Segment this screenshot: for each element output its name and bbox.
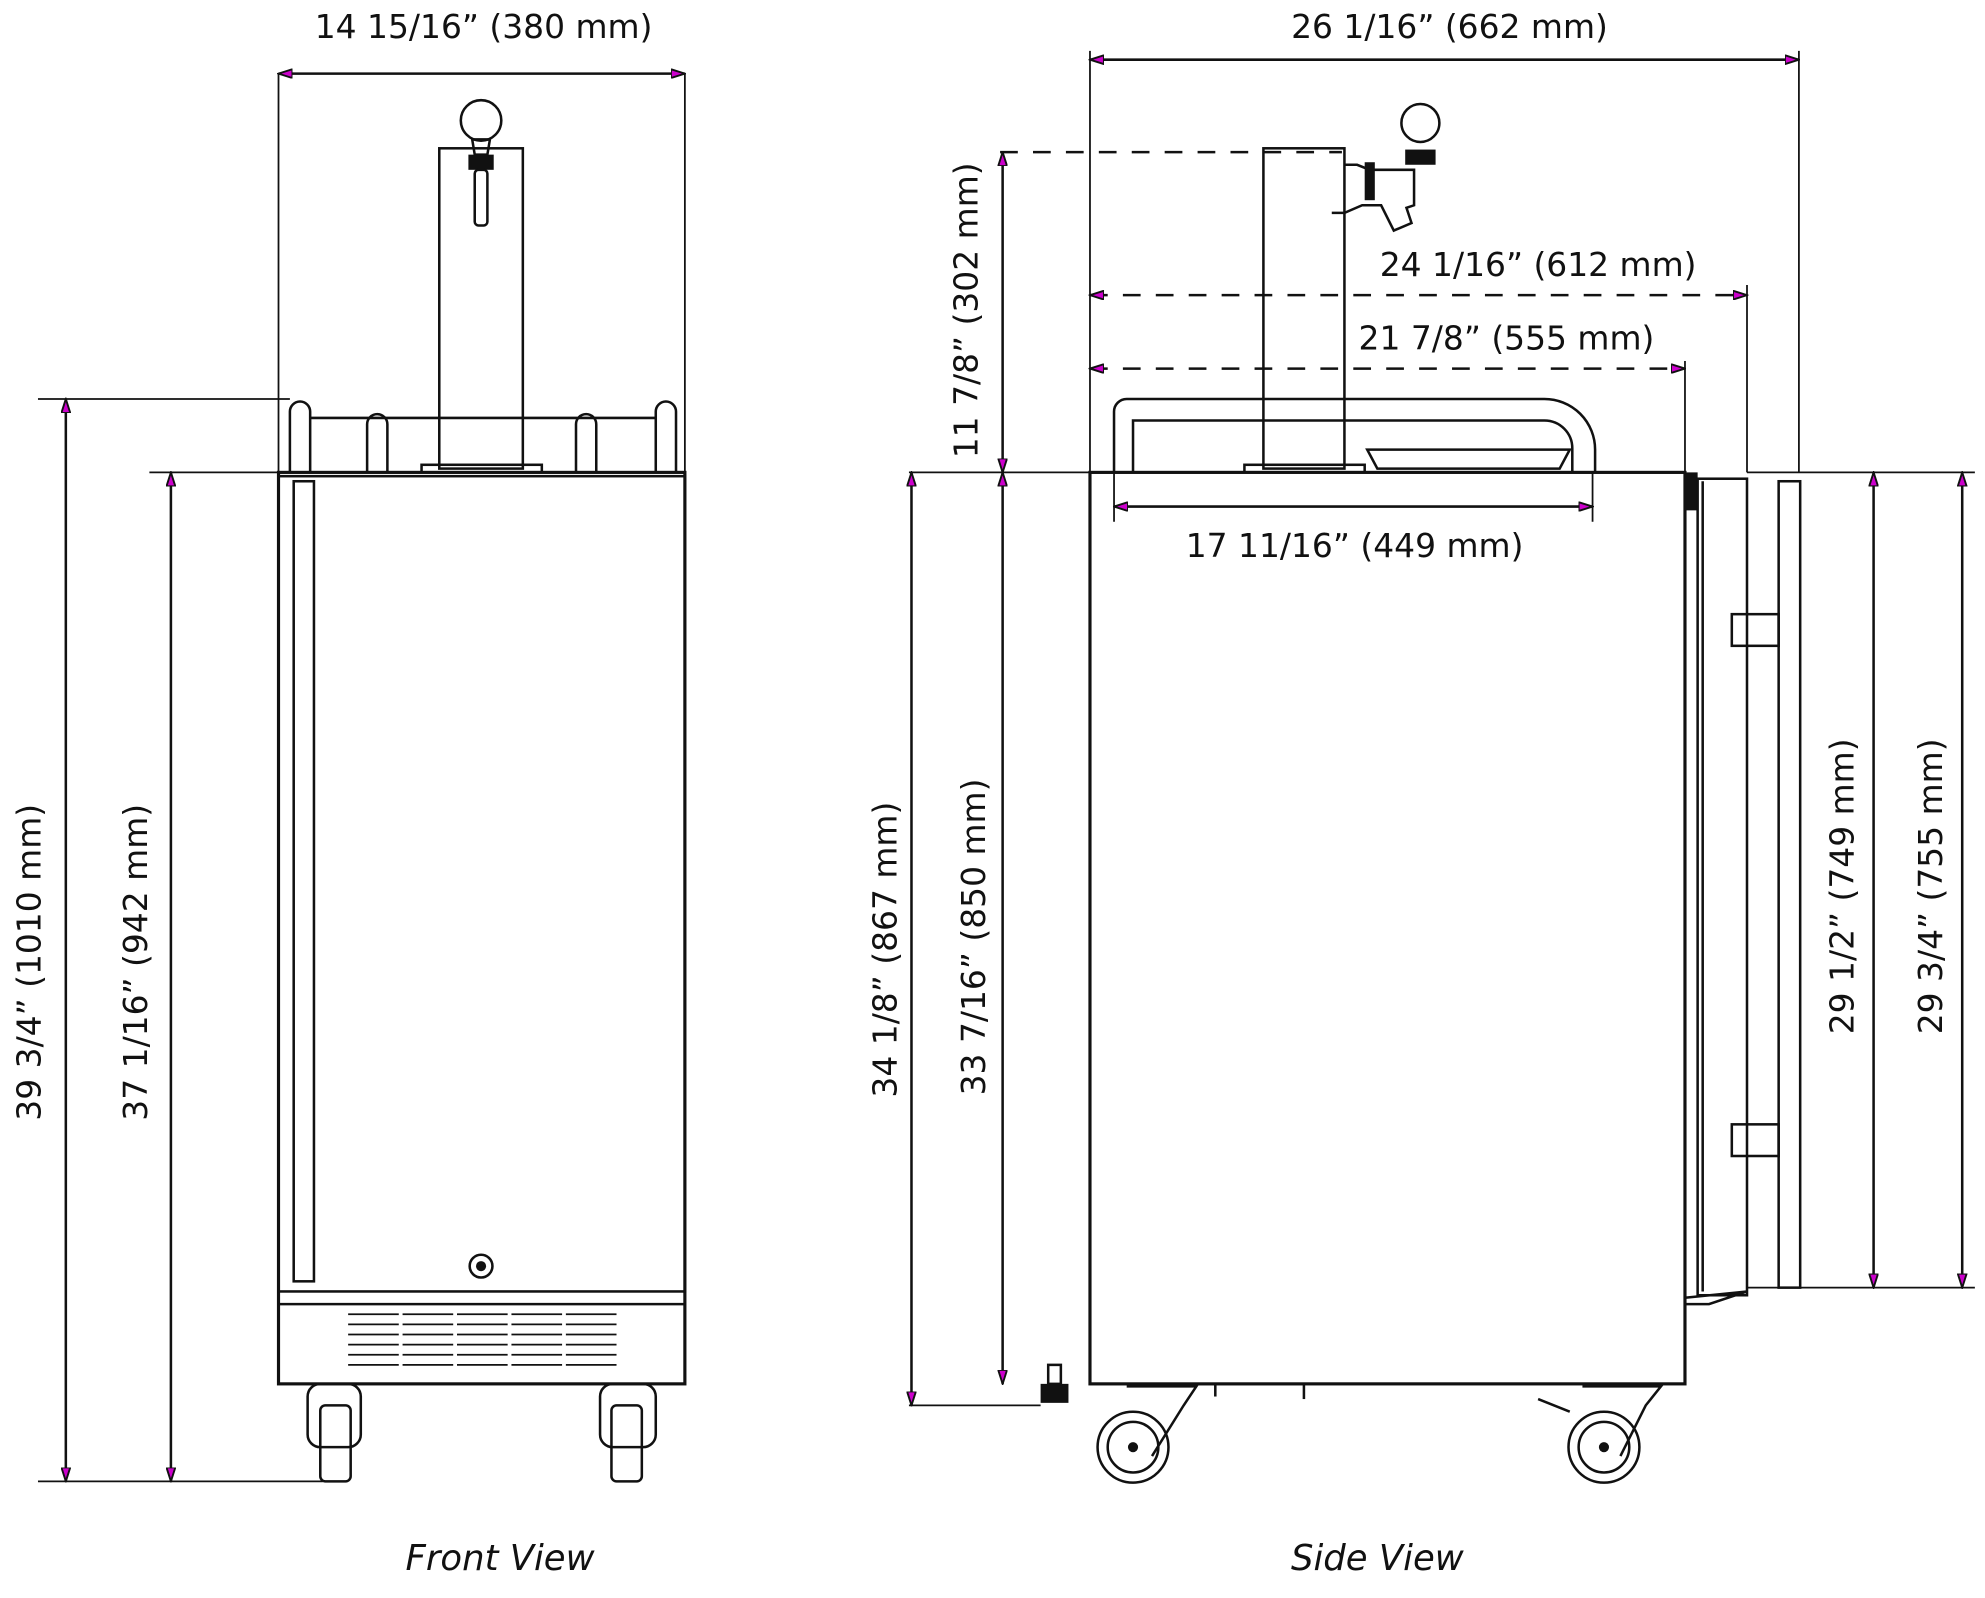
front-view: 14 15/16” (380 mm) 39 3/4” (1010 mm) 37 … bbox=[10, 7, 687, 1579]
hinge-bottom bbox=[1730, 1123, 1780, 1158]
rail-width-label: 17 11/16” (449 mm) bbox=[1186, 526, 1524, 565]
tower-height-label: 11 7/8” (302 mm) bbox=[946, 162, 985, 458]
side-tower bbox=[1243, 102, 1441, 474]
depth-to-door-label: 21 7/8” (555 mm) bbox=[1359, 319, 1655, 358]
front-dimensions: 14 15/16” (380 mm) 39 3/4” (1010 mm) 37 … bbox=[10, 7, 685, 1481]
side-dimensions: 26 1/16” (662 mm) 24 1/16” (612 mm) 21 7… bbox=[865, 7, 1975, 1405]
lock-icon bbox=[468, 1253, 494, 1279]
vent-grille bbox=[348, 1313, 617, 1366]
depth-to-handle-label: 24 1/16” (612 mm) bbox=[1380, 245, 1697, 284]
front-cabinet bbox=[276, 470, 687, 1386]
front-tower bbox=[420, 98, 544, 474]
leveling-foot bbox=[1040, 1383, 1069, 1403]
front-view-caption: Front View bbox=[405, 1538, 595, 1579]
front-cabinet-height-label: 37 1/16” (942 mm) bbox=[116, 804, 155, 1121]
hinge-top bbox=[1730, 612, 1780, 648]
side-view-caption: Side View bbox=[1291, 1538, 1465, 1579]
front-total-height-label: 39 3/4” (1010 mm) bbox=[10, 804, 49, 1121]
handle-height-label: 29 3/4” (755 mm) bbox=[1911, 738, 1950, 1034]
side-view: 26 1/16” (662 mm) 24 1/16” (612 mm) 21 7… bbox=[865, 7, 1975, 1579]
front-width-label: 14 15/16” (380 mm) bbox=[315, 7, 653, 46]
max-height-label: 34 1/8” (867 mm) bbox=[865, 802, 904, 1098]
overall-depth-label: 26 1/16” (662 mm) bbox=[1291, 7, 1608, 46]
side-rail bbox=[1112, 397, 1597, 473]
door-height-label: 29 1/2” (749 mm) bbox=[1822, 738, 1861, 1034]
front-casters bbox=[306, 1382, 658, 1483]
side-cabinet bbox=[1040, 470, 1802, 1403]
min-height-label: 33 7/16” (850 mm) bbox=[954, 779, 993, 1096]
front-rail bbox=[288, 400, 678, 472]
side-casters bbox=[1096, 1385, 1664, 1484]
